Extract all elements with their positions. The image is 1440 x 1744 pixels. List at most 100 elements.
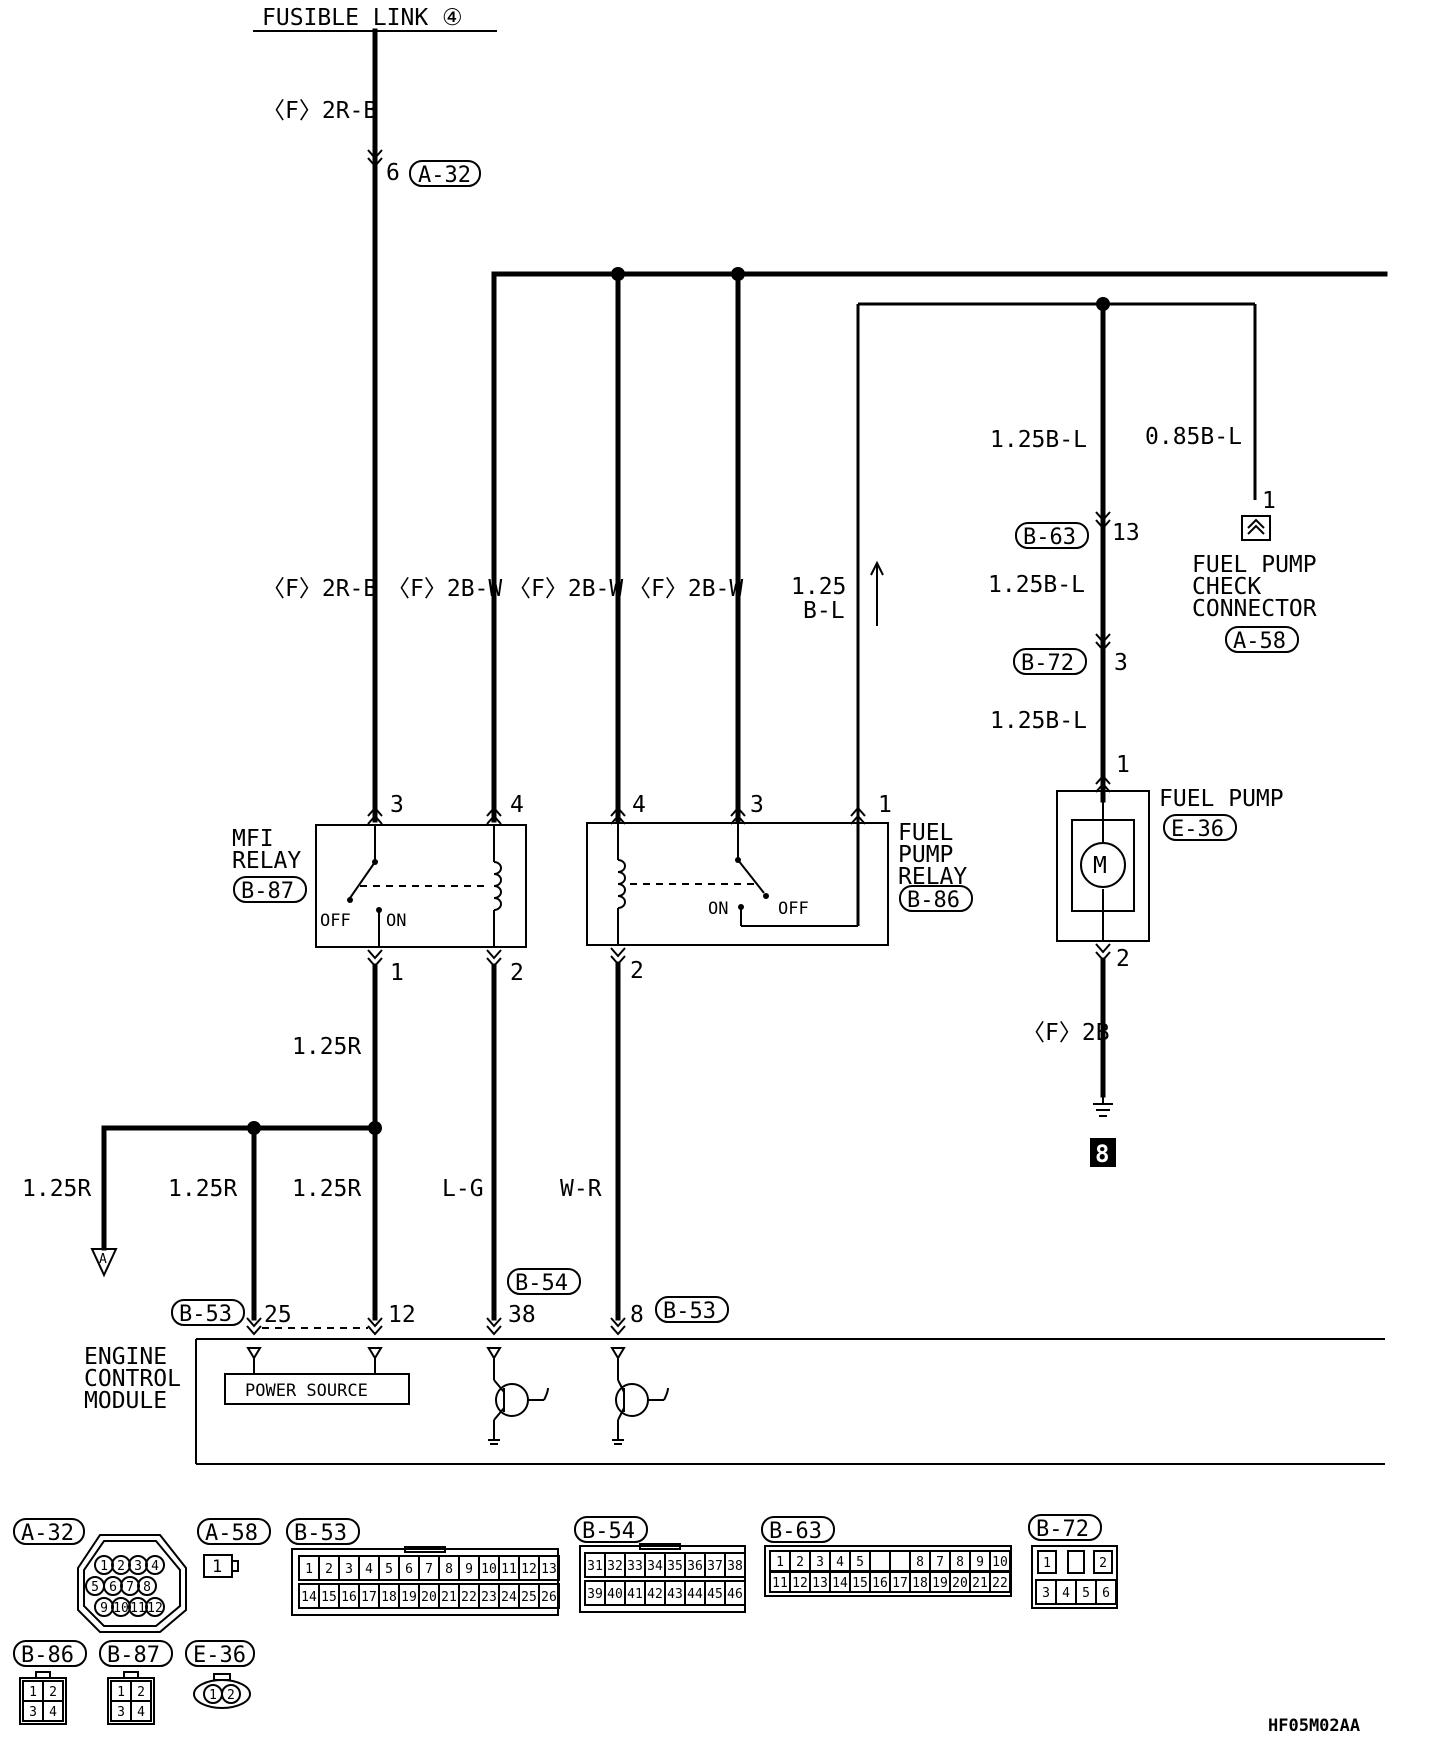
check-label-3: CONNECTOR <box>1192 596 1317 622</box>
ecm-label-2: CONTROL <box>84 1366 181 1392</box>
pin-number: 34 <box>647 1559 663 1574</box>
relay-output-wire: 1.25R A 1.25R 1.25R 1.25R <box>22 963 382 1321</box>
pin-number: 23 <box>481 1590 497 1605</box>
connector-tag-b53-left: B-53 <box>171 1299 245 1327</box>
pin-number: 5 <box>856 1555 864 1570</box>
wire-label-ecm-r-25: 1.25R <box>168 1176 237 1202</box>
pin-number: 11 <box>772 1576 788 1591</box>
pin-number: 4 <box>49 1705 57 1720</box>
svg-text:B-53: B-53 <box>179 1302 232 1327</box>
pin-number: 36 <box>687 1559 703 1574</box>
svg-text:B-86: B-86 <box>21 1643 74 1668</box>
fuel-pump-check-connector: 1 FUEL PUMP CHECK CONNECTOR A-58 <box>1192 488 1317 654</box>
pin-number: 2 <box>117 1559 125 1574</box>
pin-number: 14 <box>301 1590 317 1605</box>
pin-number: 14 <box>832 1576 848 1591</box>
ecm-pin-25: 25 <box>264 1302 292 1328</box>
pin-number: 45 <box>707 1587 723 1602</box>
pin-cell <box>42 1700 64 1722</box>
pin-check: 1 <box>1262 488 1276 514</box>
pin-number: 1 <box>305 1562 313 1577</box>
wire-label-bl-2: B-L <box>803 598 845 624</box>
pin-number: 20 <box>421 1590 437 1605</box>
pin-number: 18 <box>381 1590 397 1605</box>
mfi-label-1: MFI <box>232 826 274 852</box>
mfi-relay: 3 4 OFF ON 1 2 MFI RELAY B-87 <box>232 792 527 986</box>
pin-number: 4 <box>137 1705 145 1720</box>
power-source-box <box>224 1373 410 1405</box>
motor-symbol: M <box>1093 853 1107 879</box>
svg-text:B-54: B-54 <box>515 1271 568 1296</box>
pin-number: 16 <box>341 1590 357 1605</box>
pin-number: 20 <box>952 1576 968 1591</box>
connector-tag-b63: B-63 <box>1015 522 1089 550</box>
ecm-label-3: MODULE <box>84 1388 167 1414</box>
mfi-label-2: RELAY <box>232 848 301 874</box>
pin-number: 8 <box>143 1580 151 1595</box>
pin-cell <box>130 1700 152 1722</box>
pin-number: 7 <box>425 1562 433 1577</box>
pin-number: 4 <box>151 1559 159 1574</box>
pin-number: 17 <box>892 1576 908 1591</box>
pin-number: 22 <box>461 1590 477 1605</box>
fp-pin-4: 4 <box>632 792 646 818</box>
pin-number: 32 <box>607 1559 623 1574</box>
pin-number: 39 <box>587 1587 603 1602</box>
pin-number: 8 <box>916 1555 924 1570</box>
pump-pin-1: 1 <box>1116 752 1130 778</box>
wire-label-pump-feed-low: 1.25B-L <box>990 708 1087 734</box>
fp-pin-2: 2 <box>630 958 644 984</box>
pin-number: 5 <box>1082 1586 1090 1601</box>
pin-number: 2 <box>1099 1556 1107 1571</box>
wire-label-pump-feed-mid: 1.25B-L <box>988 572 1085 598</box>
pin-number: 21 <box>441 1590 457 1605</box>
pin-number: 10 <box>992 1555 1008 1570</box>
pin-number: 6 <box>109 1580 117 1595</box>
feed-wire-2rb: 〈F〉2R-B 6 A-32 〈F〉2R-B <box>262 28 481 823</box>
pin-number: 12 <box>521 1562 537 1577</box>
svg-text:A-32: A-32 <box>21 1521 74 1546</box>
wire-label-bw3: 〈F〉2B-W <box>628 576 743 602</box>
pin-number: 4 <box>1062 1586 1070 1601</box>
pin-number: 15 <box>852 1576 868 1591</box>
svg-text:E-36: E-36 <box>193 1643 246 1668</box>
svg-text:B-87: B-87 <box>107 1643 160 1668</box>
arrow-ref: A <box>99 1252 107 1267</box>
pin-number: 5 <box>385 1562 393 1577</box>
pin-number: 18 <box>912 1576 928 1591</box>
pin-cell <box>724 1552 746 1578</box>
pin-a32: 6 <box>386 160 400 186</box>
pin-number: 16 <box>872 1576 888 1591</box>
pin-number: 19 <box>932 1576 948 1591</box>
ground-ref-box <box>1090 1138 1116 1167</box>
pin-cell <box>724 1580 746 1606</box>
pin-number: 2 <box>796 1555 804 1570</box>
pin-cell <box>889 1550 911 1572</box>
pin-number: 6 <box>1102 1586 1110 1601</box>
engine-control-module: ENGINE CONTROL MODULE POWER SOURCE <box>84 1338 1385 1465</box>
fp-pin-3: 3 <box>750 792 764 818</box>
pin-number: 11 <box>130 1601 146 1616</box>
mfi-pin-4: 4 <box>510 792 524 818</box>
pin-number: 4 <box>836 1555 844 1570</box>
fp-pin-1: 1 <box>878 792 892 818</box>
wire-label-top-2rb: 〈F〉2R-B <box>262 98 377 124</box>
pin-number: 1 <box>117 1685 125 1700</box>
pin-number: 1 <box>29 1685 37 1700</box>
pinout-a58: A-58 1 <box>197 1518 271 1578</box>
pin-number: 17 <box>361 1590 377 1605</box>
pin-number: 41 <box>627 1587 643 1602</box>
pin-number: 26 <box>541 1590 557 1605</box>
pin-number: 3 <box>117 1705 125 1720</box>
pin-number: 5 <box>91 1580 99 1595</box>
fp-off: OFF <box>778 899 809 919</box>
pin-number: 42 <box>647 1587 663 1602</box>
pin-number: 9 <box>465 1562 473 1577</box>
